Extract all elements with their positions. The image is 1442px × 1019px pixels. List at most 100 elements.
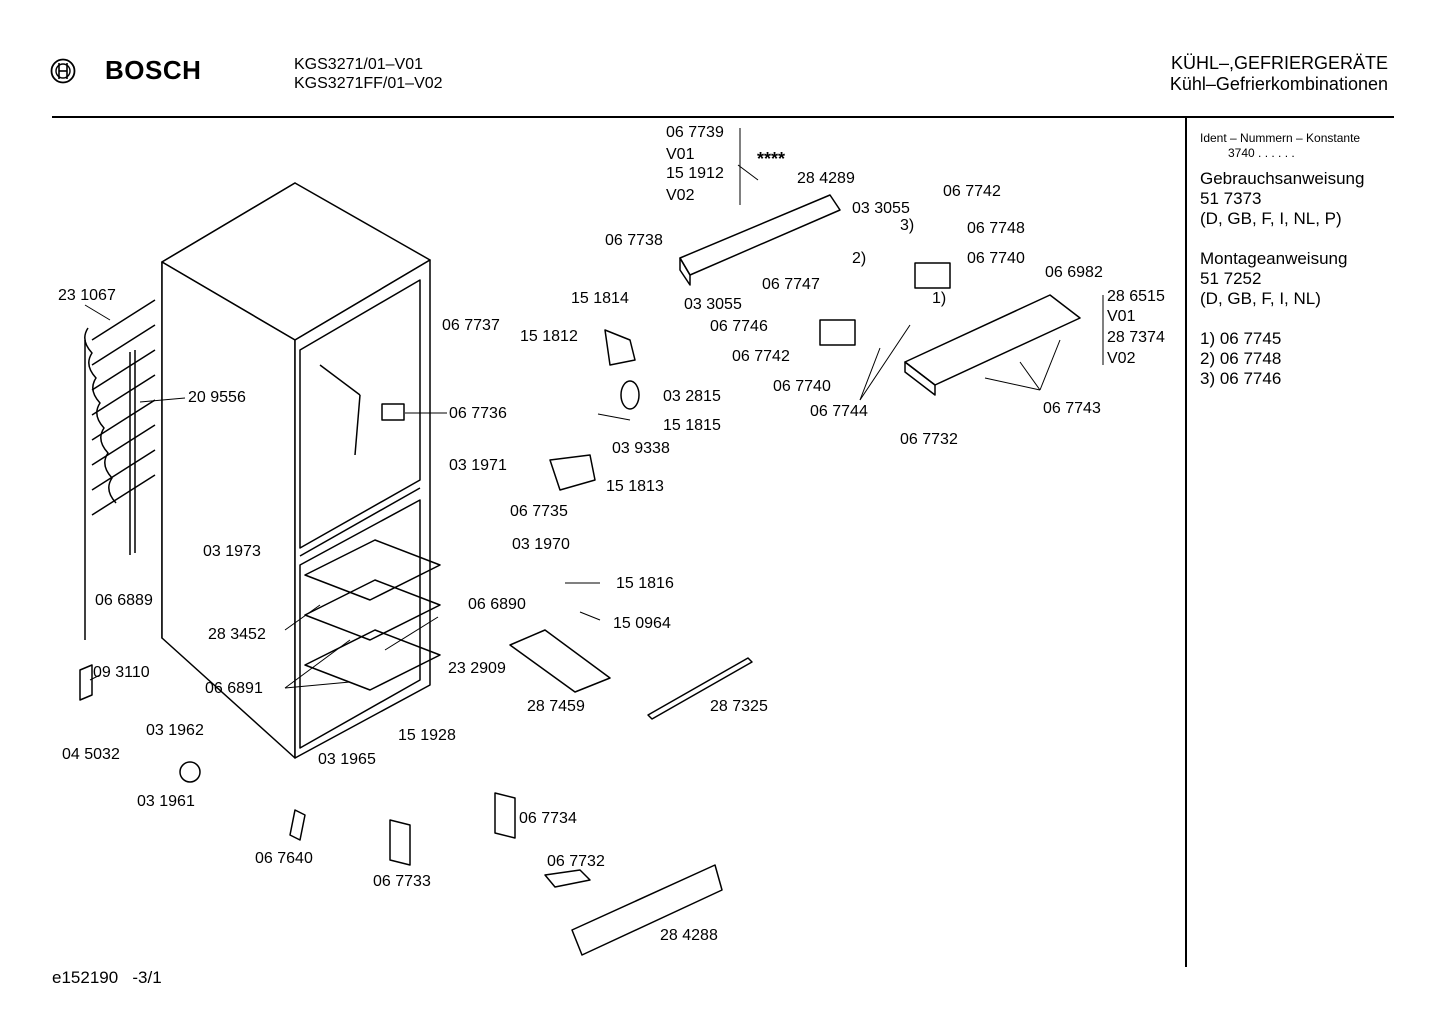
part-box [381, 403, 405, 421]
part-label: 03 3055 [852, 200, 910, 217]
part-label: 03 3055 [684, 296, 742, 313]
part-label: 06 6982 [1045, 264, 1103, 281]
category-title: KÜHL–,GEFRIERGERÄTE [1170, 53, 1388, 73]
part-label: 06 7742 [732, 348, 790, 365]
part-label: 15 1816 [616, 575, 674, 592]
part-label: 28 4289 [797, 170, 855, 187]
note-3: 3) 06 7746 [1200, 369, 1282, 388]
part-label: 06 7739 [666, 124, 724, 141]
part-label: 06 7747 [762, 276, 820, 293]
part-label: 04 5032 [62, 746, 120, 763]
part-label: 06 7744 [810, 403, 868, 420]
part-label: 2) [852, 250, 867, 267]
part-label: 15 0964 [613, 615, 671, 632]
part-label: 06 7740 [773, 378, 831, 395]
part-tray [549, 454, 596, 491]
model-v01: KGS3271/01–V01 [294, 56, 423, 73]
montage-langs: (D, GB, F, I, NL) [1200, 289, 1321, 308]
part-label: 1) [932, 290, 947, 307]
category-block: KÜHL–,GEFRIERGERÄTE Kühl–Gefrierkombinat… [1170, 53, 1388, 95]
note-1: 1) 06 7745 [1200, 329, 1282, 348]
part-foot [289, 809, 306, 841]
part-label: 23 2909 [448, 660, 506, 677]
model-v02: KGS3271FF/01–V02 [294, 75, 443, 92]
part-frame-b [914, 262, 951, 289]
part-label: 06 7732 [900, 431, 958, 448]
part-label: 28 6515 [1107, 288, 1165, 305]
part-label: 06 7734 [519, 810, 577, 827]
part-label: V02 [1107, 350, 1136, 367]
part-label: 15 1912 [666, 165, 724, 182]
part-label: 06 7746 [710, 318, 768, 335]
part-label: 15 1928 [398, 727, 456, 744]
part-label: 28 7374 [1107, 329, 1165, 346]
gebrauch-title: Gebrauchsanweisung [1200, 169, 1365, 188]
part-label: 15 1815 [663, 417, 721, 434]
footer-code: e152190 -3/1 [52, 968, 162, 987]
part-bracket-b [494, 792, 516, 839]
part-frame-a [819, 319, 856, 346]
part-label: 06 7743 [1043, 400, 1101, 417]
part-label: 03 1973 [203, 543, 261, 560]
part-label: 3) [900, 217, 915, 234]
part-knob [179, 761, 201, 783]
part-label: 09 3110 [93, 664, 150, 681]
part-label: 23 1067 [58, 287, 116, 304]
montage-title: Montageanweisung [1200, 249, 1348, 268]
part-label: 28 7459 [527, 698, 585, 715]
part-label: 06 7733 [373, 873, 431, 890]
cabinet-body [161, 182, 431, 759]
control-panel [679, 194, 1081, 396]
part-label: 03 9338 [612, 440, 670, 457]
part-label: 06 7740 [967, 250, 1025, 267]
part-label: 03 1962 [146, 722, 204, 739]
part-label: 15 1812 [520, 328, 578, 345]
note-2: 2) 06 7748 [1200, 349, 1282, 368]
sidebar: Ident – Nummern – Konstante 3740 . . . .… [1200, 131, 1400, 389]
part-label: 06 7735 [510, 503, 568, 520]
part-scoop [604, 329, 636, 366]
part-label: **** [757, 149, 786, 169]
part-label: 06 7748 [967, 220, 1025, 237]
part-label: 03 1961 [137, 793, 195, 810]
part-label: 06 7738 [605, 232, 663, 249]
part-label: 06 7732 [547, 853, 605, 870]
part-label: 20 9556 [188, 389, 246, 406]
brand-name: BOSCH [105, 55, 202, 85]
exploded-parts-diagram [79, 128, 1104, 956]
ident-title: Ident – Nummern – Konstante [1200, 131, 1361, 145]
part-bracket-a [389, 819, 411, 866]
part-sensor [79, 664, 93, 701]
part-label: 03 2815 [663, 388, 721, 405]
model-list: KGS3271/01–V01 KGS3271FF/01–V02 [294, 55, 443, 93]
ident-value: 3740 . . . . . . [1228, 146, 1295, 160]
part-label: 06 6890 [468, 596, 526, 613]
part-label: 03 1971 [449, 457, 507, 474]
part-cylinder [620, 380, 640, 410]
rail-rod [647, 657, 753, 720]
part-label: V02 [666, 187, 695, 204]
part-label: 28 4288 [660, 927, 718, 944]
gebrauch-number: 51 7373 [1200, 189, 1262, 208]
part-label: 03 1970 [512, 536, 570, 553]
part-label: 28 3452 [208, 626, 266, 643]
montage-number: 51 7252 [1200, 269, 1262, 288]
part-label: V01 [1107, 308, 1136, 325]
category-subtitle: Kühl–Gefrierkombinationen [1169, 74, 1388, 94]
bosch-armature-icon [50, 58, 76, 84]
header-divider [52, 116, 1394, 118]
gebrauch-langs: (D, GB, F, I, NL, P) [1200, 209, 1342, 228]
part-label: 03 1965 [318, 751, 376, 768]
sidebar-divider [1185, 118, 1187, 967]
kick-plate [571, 864, 723, 956]
part-label: 15 1813 [606, 478, 664, 495]
part-label: 06 7737 [442, 317, 500, 334]
part-label: 06 7736 [449, 405, 507, 422]
brand-logo: BOSCH [50, 55, 202, 87]
shelf-plate [509, 629, 611, 693]
part-handle [544, 869, 591, 888]
part-label: 06 7640 [255, 850, 313, 867]
part-label: 15 1814 [571, 290, 629, 307]
part-label: 06 6891 [205, 680, 263, 697]
part-label: V01 [666, 146, 695, 163]
